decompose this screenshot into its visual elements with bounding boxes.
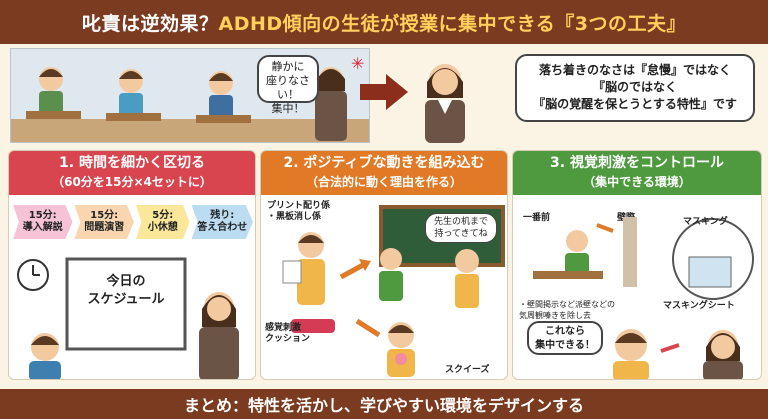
title-part3: 『3つの工夫』	[555, 12, 687, 35]
cushion-label: 感覚刺激 クッション	[265, 323, 311, 344]
wall-note: ・壁間掲示など派壁などの 気周観嗪きを除し去	[519, 300, 615, 320]
student-boy-figure	[29, 333, 61, 379]
panel-time-division: 1. 時間を細かく区切る （60分を15分×4セットに） 15分:導入解説 15…	[8, 150, 256, 380]
teacher-figure	[315, 67, 347, 141]
masking-label: マスキング	[683, 217, 728, 227]
clock-icon	[17, 259, 49, 291]
step-break: 5分:小休憩	[135, 205, 190, 239]
title-part2: ADHD傾向の生徒が授業に集中できる	[218, 12, 556, 35]
seated-student-figure	[533, 230, 603, 279]
page-title: 叱責は逆効果？ ADHD傾向の生徒が授業に集中できる 『3つの工夫』	[0, 0, 768, 44]
schedule-board-text: 今日の スケジュール	[87, 274, 165, 307]
panel1-illustration	[17, 257, 239, 379]
student-1-figure	[26, 67, 81, 119]
boy-with-paper-figure	[282, 232, 335, 333]
boy-squeeze-figure	[387, 322, 415, 377]
boy-walking-figure	[455, 249, 479, 308]
step-practice: 15分:問題演習	[74, 205, 134, 239]
student-speech-bubble: これなら 集中できる！	[527, 321, 603, 355]
calm-teacher-scene: 落ち着きのなさは『怠慢』ではなく 『脳のではなく 『脳の覚醒を保とうとする特性』…	[400, 48, 760, 143]
step-intro: 15分:導入解説	[13, 205, 73, 239]
schedule-steps: 15分:導入解説 15分:問題演習 5分:小休憩 残り:答え合わせ	[13, 205, 253, 239]
panel3-illustration	[533, 217, 754, 300]
panel2-header: 2. ポジティブな動きを組み込む （合法的に動く理由を作る）	[261, 151, 507, 195]
student-2-figure	[106, 69, 161, 121]
right-arrow-icon	[360, 74, 408, 110]
panel3-header: 3. 視覚刺激をコントロール （集中できる環境）	[513, 151, 761, 195]
boy-at-board-figure	[379, 248, 403, 301]
panel-positive-movement: 2. ポジティブな動きを組み込む （合法的に動く理由を作る） プリント配り係 ・…	[260, 150, 508, 380]
teacher-speech-bubble: 静かに 座りなさい！ 集中！	[257, 55, 319, 115]
explanation-bubble: 落ち着きのなさは『怠慢』ではなく 『脳のではなく 『脳の覚醒を保とうとする特性』…	[515, 54, 755, 122]
panel-visual-control: 3. 視覚刺激をコントロール （集中できる環境） 一番前 壁際 マスキング ・壁…	[512, 150, 762, 380]
masking-sheet-label: マスキングシート	[663, 301, 735, 311]
student-3-figure	[196, 71, 251, 123]
cushion	[291, 319, 335, 333]
board-speech-bubble: 先生の机まで 持ってきてね	[425, 213, 497, 243]
summary-footer: まとめ：特性を活かし、学びやすい環境をデザインする	[0, 389, 768, 419]
step-review: 残り:答え合わせ	[191, 205, 253, 239]
calm-teacher-figure	[425, 64, 465, 143]
roles-label: プリント配り係 ・黒板消し係	[267, 201, 331, 222]
happy-students-illustration	[613, 329, 743, 379]
title-part1: 叱責は逆効果？	[81, 12, 219, 35]
classroom-illustration: ✳	[11, 54, 369, 142]
squeeze-label: スクイーズ	[445, 365, 490, 375]
svg-text:✳: ✳	[351, 54, 364, 73]
panel1-header: 1. 時間を細かく区切る （60分を15分×4セットに）	[9, 151, 255, 195]
front-seat-label: 一番前	[523, 213, 551, 223]
scolding-scene: ✳ 静かに 座りなさい！ 集中！	[10, 48, 370, 143]
teacher-woman-figure	[199, 292, 239, 379]
